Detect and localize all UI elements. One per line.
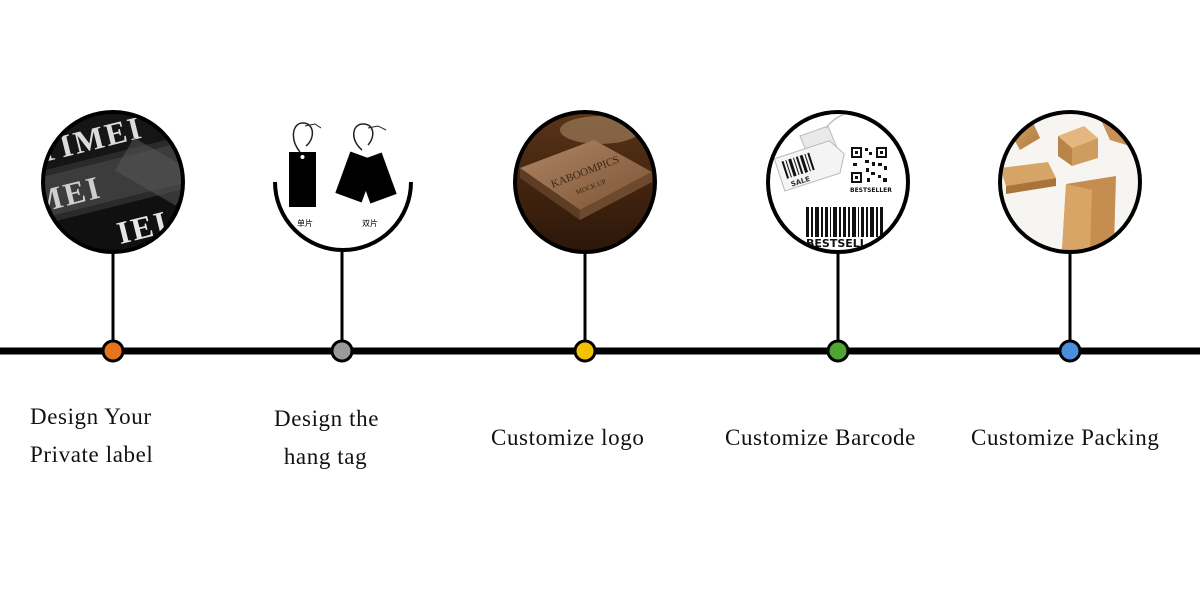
- caption-hang-tag-line-1: Design the: [274, 406, 380, 431]
- timeline-dot-label: [101, 339, 125, 363]
- caption-packing: Customize Packing: [971, 419, 1159, 457]
- caption-packing-line-1: Customize Packing: [971, 425, 1160, 450]
- hang-tag-icon: 单片 双片: [273, 122, 413, 252]
- bestseller-text: BESTSELL: [806, 237, 867, 250]
- woven-label-icon: YIMEI MEI IEI: [43, 112, 183, 252]
- caption-barcode: Customize Barcode: [725, 419, 916, 457]
- caption-logo-line-1: Customize logo: [491, 425, 645, 450]
- timeline-dot-packing: [1058, 339, 1082, 363]
- caption-private-label: Design Your Private label: [30, 398, 153, 474]
- qr-code: [850, 146, 888, 184]
- caption-hang-tag: Design the hang tag: [274, 400, 379, 476]
- bestseller-small-text: BESTSELLER: [850, 187, 892, 194]
- timeline-dot-hang-tag: [330, 339, 354, 363]
- connectors: [111, 252, 1072, 340]
- timeline-dots: [101, 339, 1082, 363]
- caption-private-label-line-1: Design Your: [30, 404, 152, 429]
- caption-hang-tag-line-2: hang tag: [283, 444, 368, 469]
- logo-box-icon: KABOOMPICS MOCK UP: [513, 110, 657, 254]
- caption-barcode-line-1: Customize Barcode: [725, 425, 916, 450]
- label-icon-frame: [41, 110, 185, 254]
- caption-private-label-line-2: Private label: [30, 442, 154, 467]
- timeline-dot-barcode: [826, 339, 850, 363]
- timeline-dot-logo: [573, 339, 597, 363]
- caption-logo: Customize logo: [491, 419, 644, 457]
- tag-text-single: 单片: [297, 218, 313, 228]
- cardboard-box-icon: [998, 110, 1142, 254]
- barcode-icon: SALE BESTSELLER: [766, 110, 910, 254]
- tag-text-double: 双片: [362, 218, 378, 228]
